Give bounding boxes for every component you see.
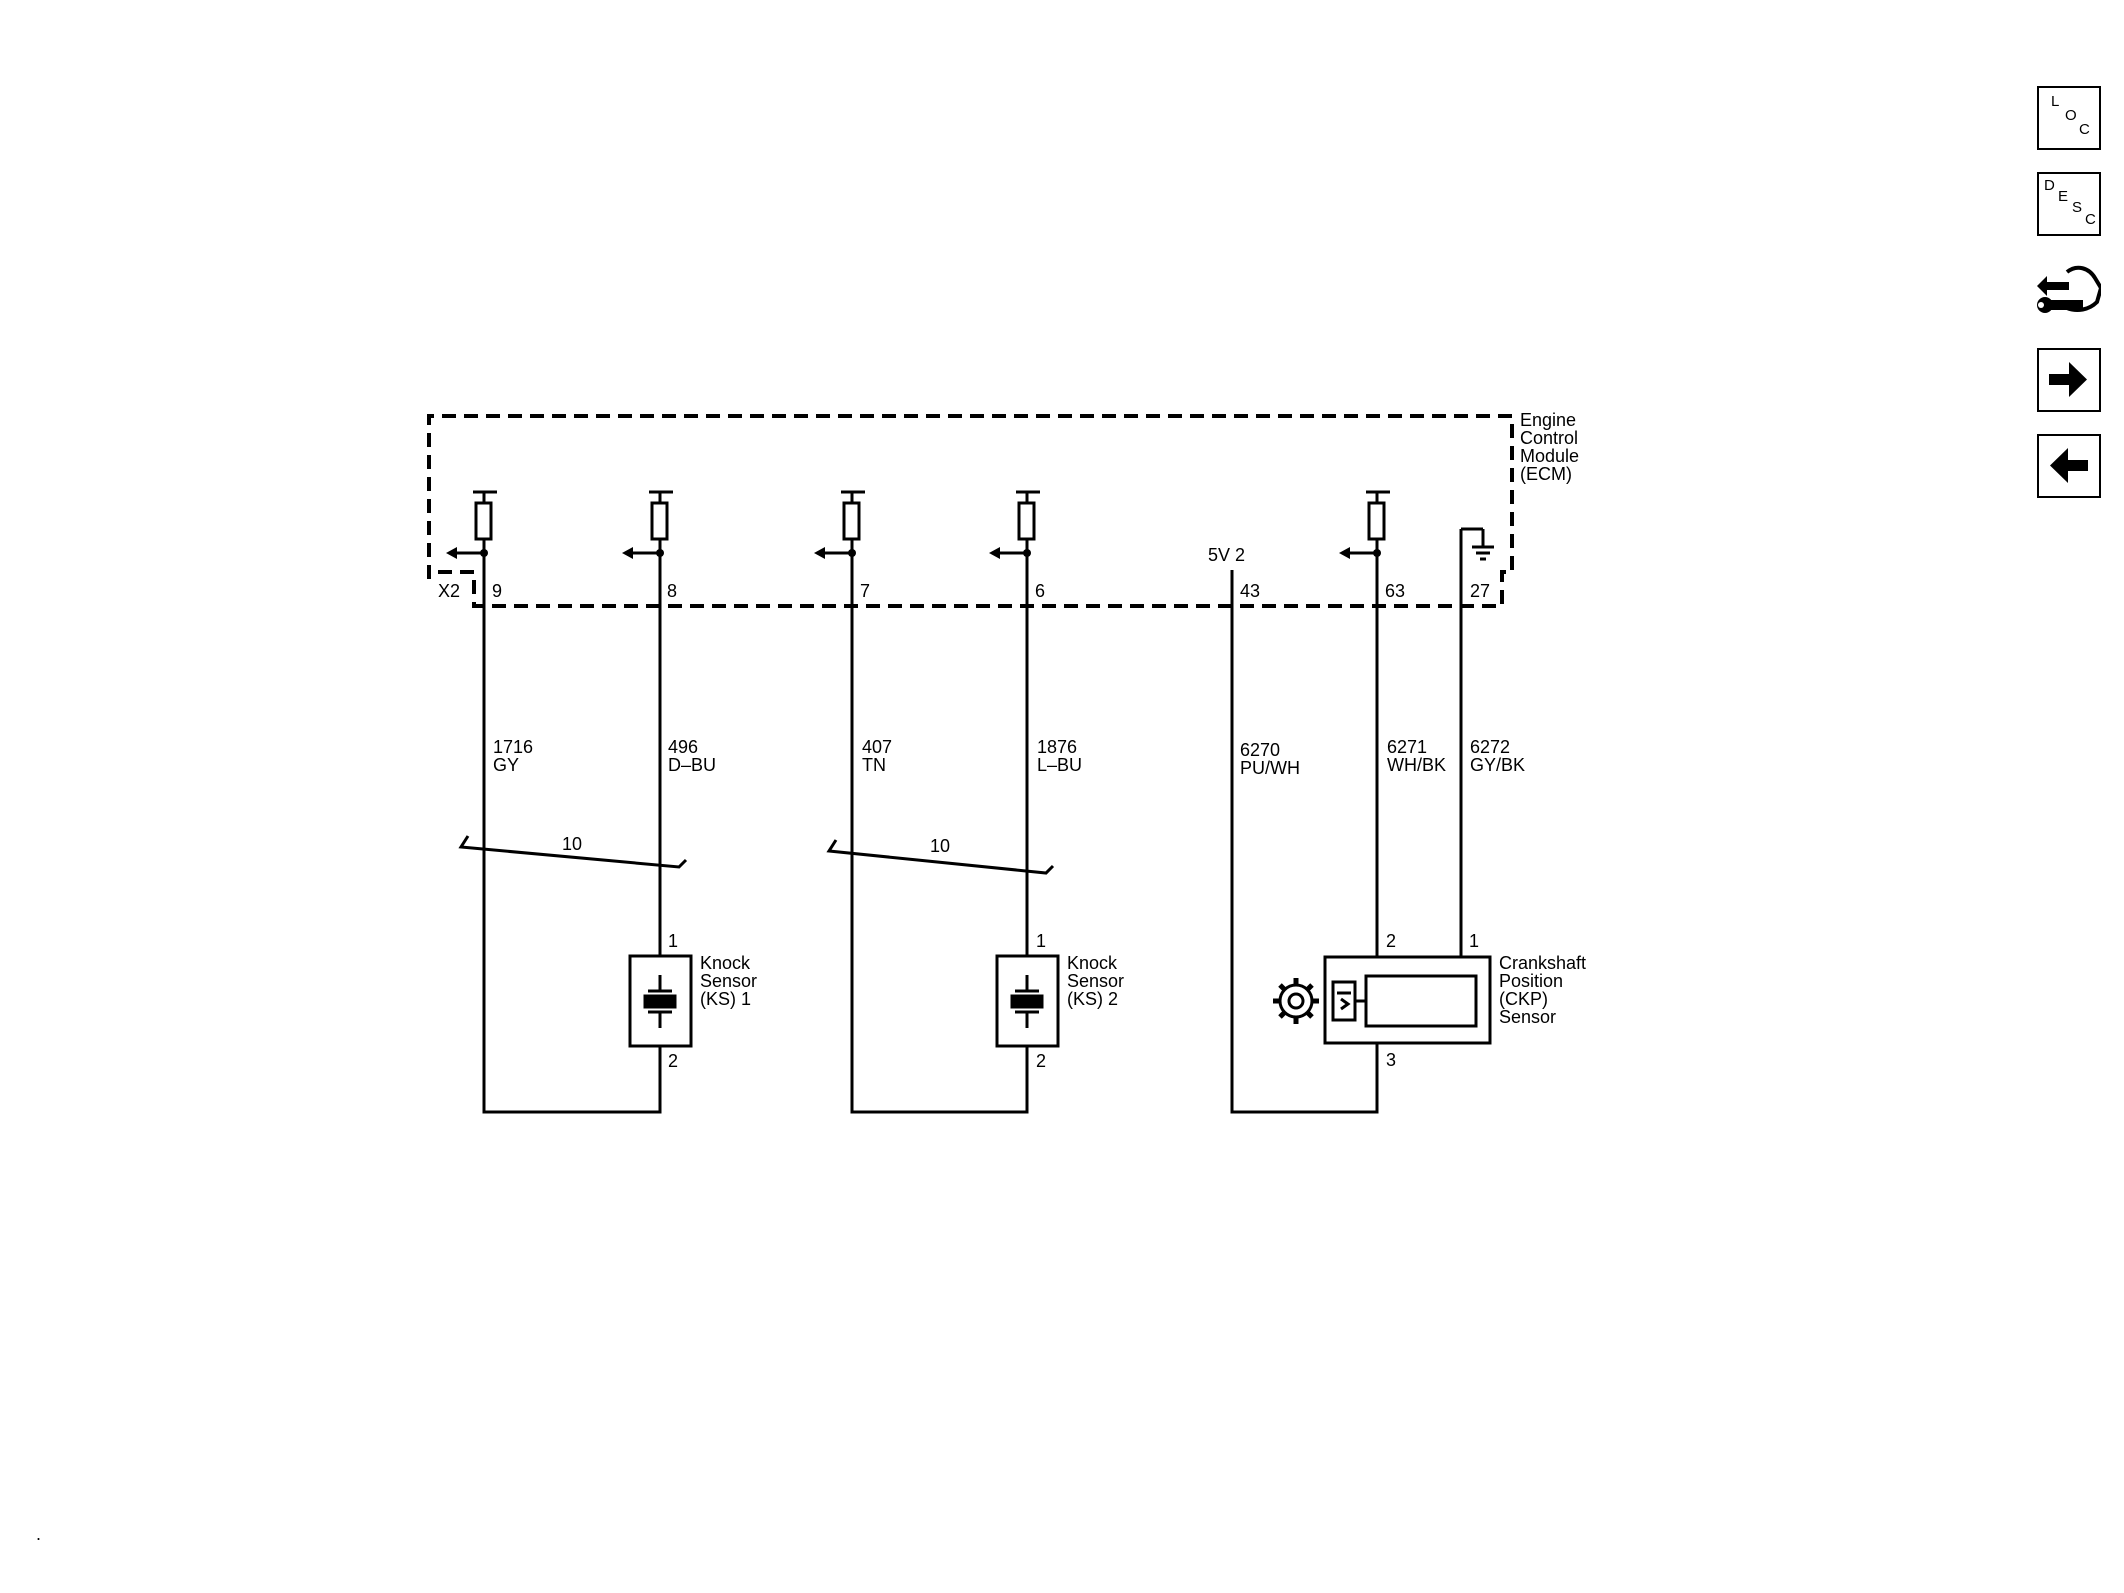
ks2-pin-2: 2 xyxy=(1036,1051,1046,1071)
ecm-boundary xyxy=(427,414,1514,608)
location-button[interactable]: L O C xyxy=(2037,86,2101,150)
circuit-407-loop xyxy=(850,553,1029,1114)
ecm-label-line-2: Control xyxy=(1520,428,1578,448)
pin-27-label: 27 xyxy=(1470,581,1490,601)
ks2-label-line-1: Knock xyxy=(1067,953,1118,973)
ecm-label-line-4: (ECM) xyxy=(1520,464,1572,484)
circuit-6270-number: 6270 xyxy=(1240,740,1280,760)
twisted-pair-markers xyxy=(458,835,1055,875)
resistor-pin-8 xyxy=(631,490,673,556)
ecm-label-line-3: Module xyxy=(1520,446,1579,466)
previous-button[interactable] xyxy=(2037,434,2101,498)
twisted-pair-ks1-length: 10 xyxy=(562,834,582,854)
circuit-6272-number: 6272 xyxy=(1470,737,1510,757)
ckp-pin-2: 2 xyxy=(1386,931,1396,951)
ks2-pin-1: 1 xyxy=(1036,931,1046,951)
desc-letter-d: D xyxy=(2044,177,2055,194)
ckp-label-line-3: (CKP) xyxy=(1499,989,1548,1009)
loc-letter-l: L xyxy=(2051,93,2060,110)
ckp-sensor-symbol xyxy=(1323,955,1492,1045)
pin-7-label: 7 xyxy=(860,581,870,601)
circuit-496-color: D–BU xyxy=(668,755,716,775)
ckp-label-line-2: Position xyxy=(1499,971,1563,991)
loc-letter-c: C xyxy=(2079,121,2090,138)
ks1-label-line-1: Knock xyxy=(700,953,751,973)
circuit-6270-loop xyxy=(1230,570,1379,1114)
ckp-label-line-1: Crankshaft xyxy=(1499,953,1586,973)
pin-63-label: 63 xyxy=(1385,581,1405,601)
desc-letter-c: C xyxy=(2085,211,2096,228)
ckp-pin-3: 3 xyxy=(1386,1050,1396,1070)
ground-pin-27 xyxy=(1459,527,1494,590)
loc-letter-o: O xyxy=(2065,107,2077,124)
ecm-internal-circuits xyxy=(455,490,1494,590)
resistor-pin-7 xyxy=(823,490,865,556)
footer-mark: . xyxy=(36,1524,41,1544)
circuit-6271-number: 6271 xyxy=(1387,737,1427,757)
circuit-6271-color: WH/BK xyxy=(1387,755,1446,775)
circuit-407-number: 407 xyxy=(862,737,892,757)
circuit-1716-color: GY xyxy=(493,755,519,775)
circuit-407-color: TN xyxy=(862,755,886,775)
next-button[interactable] xyxy=(2037,348,2101,412)
knock-sensor-2-symbol xyxy=(995,954,1060,1048)
ecm-output-arrows xyxy=(446,547,1350,559)
knock-sensor-1-symbol xyxy=(628,954,693,1048)
resistor-pin-6 xyxy=(998,490,1040,556)
desc-letter-e: E xyxy=(2058,188,2069,205)
ks2-label-line-2: Sensor xyxy=(1067,971,1124,991)
pin-9-label: 9 xyxy=(492,581,502,601)
resistor-pin-9 xyxy=(455,490,497,556)
pin-8-label: 8 xyxy=(667,581,677,601)
circuit-6272-color: GY/BK xyxy=(1470,755,1525,775)
description-button[interactable]: D E S C xyxy=(2037,172,2101,236)
circuit-496-number: 496 xyxy=(668,737,698,757)
ks1-label-line-3: (KS) 1 xyxy=(700,989,751,1009)
ckp-label-line-4: Sensor xyxy=(1499,1007,1556,1027)
ks2-label-line-3: (KS) 2 xyxy=(1067,989,1118,1009)
ckp-pin-1: 1 xyxy=(1469,931,1479,951)
diagnostic-button[interactable] xyxy=(2037,258,2104,326)
supply-label: 5V 2 xyxy=(1208,545,1245,565)
arrow-left-icon xyxy=(2050,448,2088,483)
arrow-right-icon xyxy=(2049,362,2087,397)
connector-wrench-icon xyxy=(2037,265,2104,313)
ks1-label-line-2: Sensor xyxy=(700,971,757,991)
resistor-pin-63 xyxy=(1348,490,1390,556)
wires xyxy=(482,553,1463,1114)
connector-label: X2 xyxy=(438,581,460,601)
pin-43-label: 43 xyxy=(1240,581,1260,601)
gear-icon xyxy=(1273,978,1319,1024)
pin-6-label: 6 xyxy=(1035,581,1045,601)
circuit-1716-loop xyxy=(482,553,662,1114)
twisted-pair-ks2-length: 10 xyxy=(930,836,950,856)
ks1-pin-1: 1 xyxy=(668,931,678,951)
ecm-junction-dots xyxy=(480,549,1381,557)
desc-letter-s: S xyxy=(2072,199,2083,216)
circuit-6270-color: PU/WH xyxy=(1240,758,1300,778)
circuit-1876-color: L–BU xyxy=(1037,755,1082,775)
circuit-1716-number: 1716 xyxy=(493,737,533,757)
ks1-pin-2: 2 xyxy=(668,1051,678,1071)
circuit-1876-number: 1876 xyxy=(1037,737,1077,757)
ecm-label-line-1: Engine xyxy=(1520,410,1576,430)
